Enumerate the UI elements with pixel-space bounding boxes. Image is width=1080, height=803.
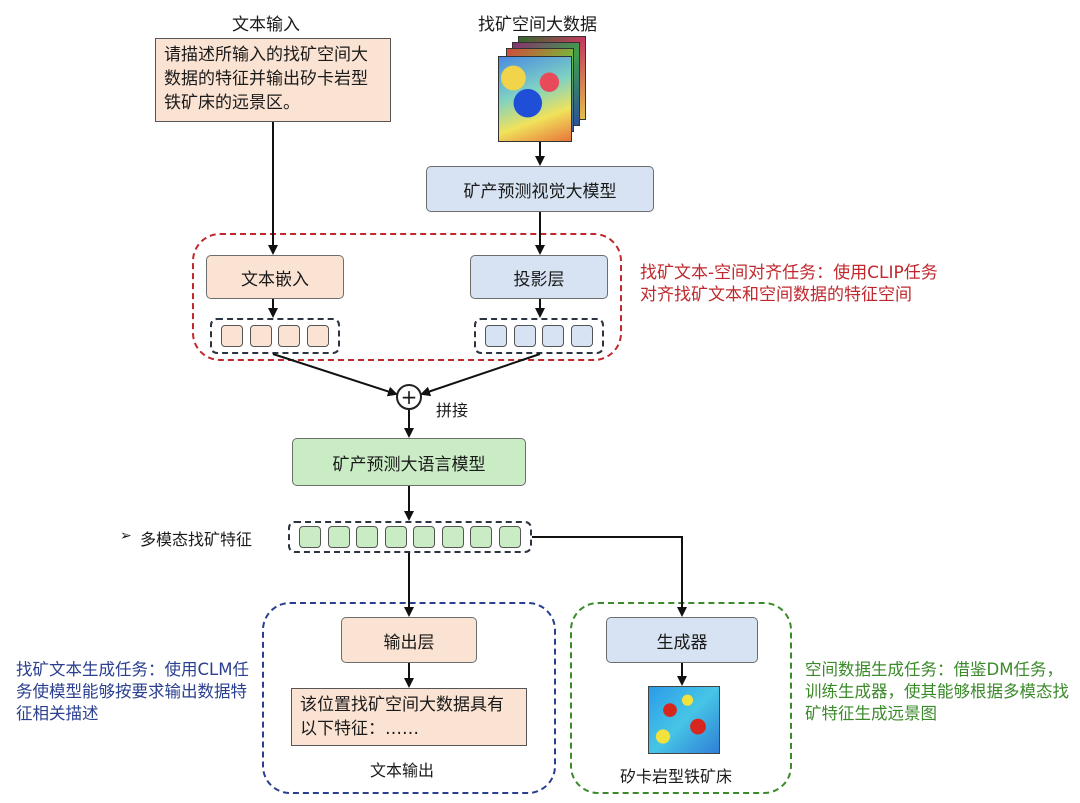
text-output-caption: 文本输出 (370, 761, 435, 780)
spatial-token-group (474, 318, 604, 354)
features-bullet: ➢ (120, 528, 132, 544)
feature-token (384, 526, 407, 548)
concat-symbol: + (400, 385, 418, 409)
text-output-box: 该位置找矿空间大数据具有以下特征：…… (291, 688, 527, 746)
features-label: 多模态找矿特征 (140, 530, 253, 549)
feature-token (441, 526, 464, 548)
feature-token (413, 526, 436, 548)
spatial-token (485, 325, 508, 347)
spatial-data-title: 找矿空间大数据 (478, 15, 597, 35)
text-token-group (210, 318, 340, 354)
spatial-token (570, 325, 593, 347)
text-generation-note: 找矿文本生成任务：使用CLM任务使模型能够按要求输出数据特征相关描述 (16, 660, 249, 723)
spatial-map-image (498, 56, 572, 142)
feature-token (470, 526, 493, 548)
spatial-token (513, 325, 536, 347)
output-layer-box: 输出层 (341, 617, 477, 663)
feature-token (299, 526, 322, 548)
alignment-region (192, 233, 622, 361)
feature-token (356, 526, 379, 548)
arrow-text-tokens-to-concat (272, 353, 398, 397)
spatial-data-image-stack (498, 36, 588, 142)
generated-map-caption: 矽卡岩型铁矿床 (620, 767, 733, 786)
llm-box: 矿产预测大语言模型 (292, 438, 526, 486)
text-token (306, 325, 329, 347)
text-token (278, 325, 301, 347)
feature-token-group (288, 521, 532, 553)
vision-model-box: 矿产预测视觉大模型 (426, 166, 654, 212)
concat-label: 拼接 (436, 401, 469, 420)
text-token (249, 325, 272, 347)
text-token (221, 325, 244, 347)
feature-token (498, 526, 521, 548)
projection-layer-box: 投影层 (470, 255, 608, 299)
generated-map-image (648, 686, 720, 754)
alignment-task-note: 找矿文本-空间对齐任务：使用CLIP任务对齐找矿文本和空间数据的特征空间 (640, 263, 938, 305)
spatial-generation-note: 空间数据生成任务：借鉴DM任务，训练生成器，使其能够根据多模态找矿特征生成远景图 (805, 660, 1069, 723)
spatial-token (542, 325, 565, 347)
concat-plus-icon: + (396, 384, 422, 410)
arrow-spatial-tokens-to-concat (420, 353, 541, 397)
text-input-prompt: 请描述所输入的找矿空间大数据的特征并输出矽卡岩型铁矿床的远景区。 (155, 38, 391, 122)
text-embed-box: 文本嵌入 (206, 255, 344, 299)
generator-box: 生成器 (606, 617, 758, 663)
text-input-title: 文本输入 (232, 15, 300, 35)
arrow-features-to-generator (532, 536, 687, 617)
feature-token (327, 526, 350, 548)
